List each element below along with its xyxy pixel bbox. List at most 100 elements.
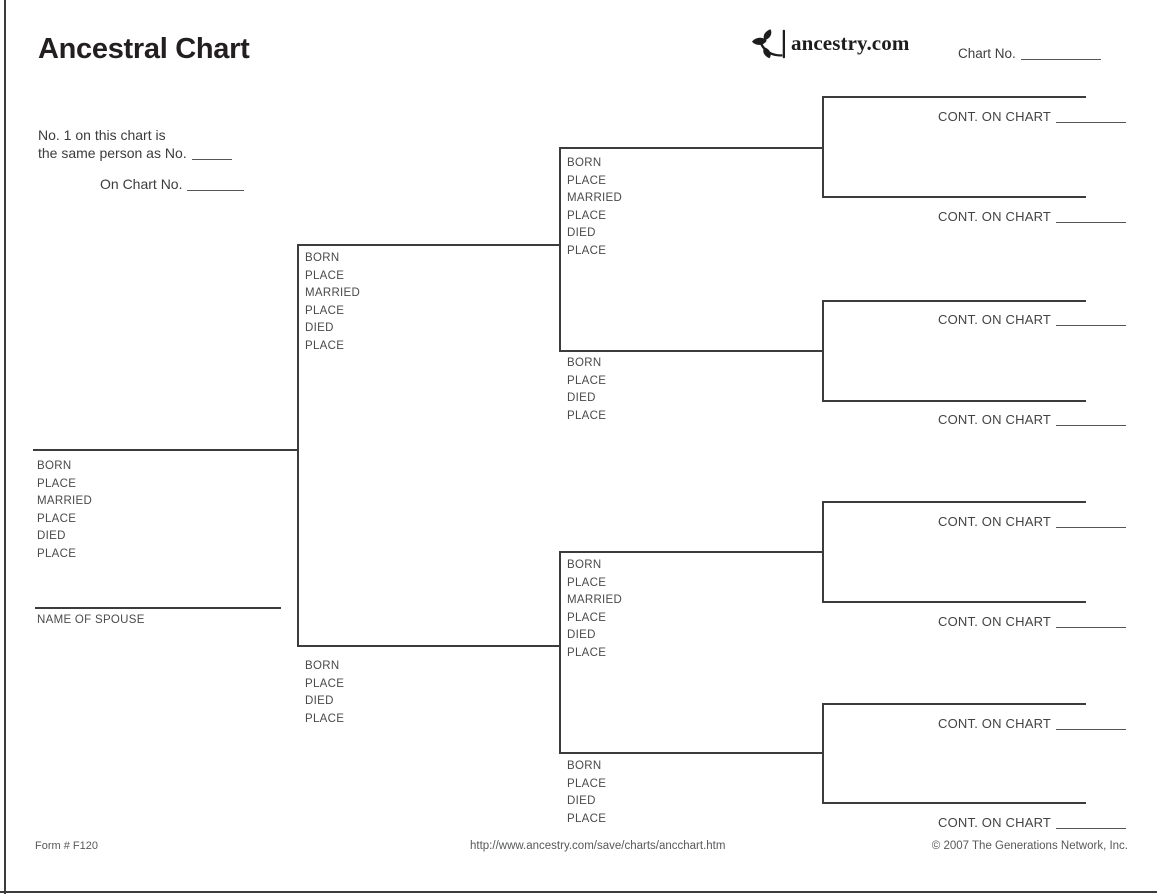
place-label: PLACE <box>305 304 345 317</box>
cont-chart-no-blank-11[interactable] <box>1056 413 1127 426</box>
married-label: MARRIED <box>305 287 361 300</box>
person2-name-line[interactable] <box>297 244 559 246</box>
cont-chart-no-blank-15[interactable] <box>1056 816 1127 829</box>
place-label: PLACE <box>305 339 345 352</box>
page-title: Ancestral Chart <box>38 33 250 65</box>
born-label: BORN <box>567 357 602 369</box>
born-label: BORN <box>567 559 602 571</box>
person7-name-line[interactable] <box>559 752 822 754</box>
connector-greatgrandparents-4 <box>822 703 824 802</box>
died-label: DIED <box>567 629 596 642</box>
person6-name-line[interactable] <box>559 551 822 553</box>
person9-name-line[interactable] <box>822 196 1086 198</box>
born-label: BORN <box>305 660 340 672</box>
cont-on-chart-12: CONT. ON CHART <box>938 514 1127 529</box>
form-number: Form # F120 <box>35 840 98 852</box>
cont-on-chart-text: CONT. ON CHART <box>938 716 1052 731</box>
connector-paternal-grandparents <box>559 147 561 350</box>
person6-field-labels: BORN PLACE MARRIED PLACE DIED PLACE <box>567 557 622 663</box>
place-label: PLACE <box>567 174 607 187</box>
born-label: BORN <box>567 760 602 772</box>
person1-name-line[interactable] <box>33 449 297 451</box>
cont-on-chart-text: CONT. ON CHART <box>938 209 1052 224</box>
place-label: PLACE <box>567 409 607 422</box>
page-border-bottom <box>0 891 1157 893</box>
place-label: PLACE <box>37 477 77 490</box>
intro-text-2: the same person as No. <box>38 145 187 161</box>
cont-on-chart-text: CONT. ON CHART <box>938 109 1052 124</box>
person2-field-labels: BORN PLACE MARRIED PLACE DIED PLACE <box>305 250 360 356</box>
cont-on-chart-10: CONT. ON CHART <box>938 312 1127 327</box>
cont-chart-no-blank-10[interactable] <box>1056 313 1127 326</box>
cont-on-chart-text: CONT. ON CHART <box>938 514 1052 529</box>
born-label: BORN <box>567 157 602 169</box>
spouse-name-line[interactable] <box>35 607 281 609</box>
died-label: DIED <box>37 530 66 543</box>
cont-on-chart-text: CONT. ON CHART <box>938 614 1052 629</box>
person14-name-line[interactable] <box>822 703 1086 705</box>
person4-field-labels: BORN PLACE MARRIED PLACE DIED PLACE <box>567 155 622 261</box>
on-chart-no-blank[interactable] <box>187 178 245 191</box>
cont-on-chart-8: CONT. ON CHART <box>938 109 1127 124</box>
cont-on-chart-15: CONT. ON CHART <box>938 815 1127 830</box>
cont-on-chart-13: CONT. ON CHART <box>938 614 1127 629</box>
place-label: PLACE <box>305 712 345 725</box>
same-person-no-blank[interactable] <box>191 147 232 160</box>
person10-name-line[interactable] <box>822 300 1086 302</box>
place-label: PLACE <box>567 611 607 624</box>
person8-name-line[interactable] <box>822 96 1086 98</box>
cont-chart-no-blank-8[interactable] <box>1056 110 1127 123</box>
connector-greatgrandparents-3 <box>822 501 824 601</box>
person15-name-line[interactable] <box>822 802 1086 804</box>
person5-field-labels: BORN PLACE DIED PLACE <box>567 355 606 425</box>
chart-no-label: Chart No. <box>958 46 1016 61</box>
page-border-left <box>4 0 6 894</box>
place-label: PLACE <box>567 374 607 387</box>
place-label: PLACE <box>37 547 77 560</box>
brand-name: ancestry.com <box>791 31 910 55</box>
chart-no-field: Chart No. <box>958 46 1101 61</box>
cont-on-chart-text: CONT. ON CHART <box>938 312 1052 327</box>
name-of-spouse-label: NAME OF SPOUSE <box>37 614 145 626</box>
died-label: DIED <box>305 695 334 708</box>
died-label: DIED <box>567 227 596 240</box>
born-label: BORN <box>37 460 72 472</box>
died-label: DIED <box>305 322 334 335</box>
person5-name-line[interactable] <box>559 350 822 352</box>
intro-text-1: No. 1 on this chart is <box>38 127 166 143</box>
cont-chart-no-blank-9[interactable] <box>1056 210 1127 223</box>
died-label: DIED <box>567 795 596 808</box>
ancestry-logo: ancestry.com <box>751 28 909 65</box>
person12-name-line[interactable] <box>822 501 1086 503</box>
person3-name-line[interactable] <box>297 645 559 647</box>
place-label: PLACE <box>305 677 345 690</box>
connector-greatgrandparents-2 <box>822 300 824 400</box>
person4-name-line[interactable] <box>559 147 822 149</box>
connector-greatgrandparents-1 <box>822 96 824 196</box>
intro-text-3: On Chart No. <box>100 176 183 192</box>
person13-name-line[interactable] <box>822 601 1086 603</box>
cont-on-chart-text: CONT. ON CHART <box>938 815 1052 830</box>
place-label: PLACE <box>567 777 607 790</box>
person11-name-line[interactable] <box>822 400 1086 402</box>
born-label: BORN <box>305 252 340 264</box>
intro-line-2: the same person as No. <box>38 145 232 161</box>
chart-no-blank[interactable] <box>1020 47 1101 60</box>
cont-chart-no-blank-13[interactable] <box>1056 615 1127 628</box>
cont-on-chart-11: CONT. ON CHART <box>938 412 1127 427</box>
died-label: DIED <box>567 392 596 405</box>
married-label: MARRIED <box>567 192 623 205</box>
place-label: PLACE <box>567 576 607 589</box>
copyright-notice: © 2007 The Generations Network, Inc. <box>931 840 1128 852</box>
place-label: PLACE <box>567 244 607 257</box>
married-label: MARRIED <box>37 495 93 508</box>
cont-chart-no-blank-14[interactable] <box>1056 717 1127 730</box>
cont-chart-no-blank-12[interactable] <box>1056 515 1127 528</box>
place-label: PLACE <box>567 646 607 659</box>
place-label: PLACE <box>567 209 607 222</box>
connector-parents <box>297 244 299 646</box>
footer-url: http://www.ancestry.com/save/charts/ancc… <box>470 840 726 852</box>
married-label: MARRIED <box>567 594 623 607</box>
person1-field-labels: BORN PLACE MARRIED PLACE DIED PLACE <box>37 458 92 564</box>
